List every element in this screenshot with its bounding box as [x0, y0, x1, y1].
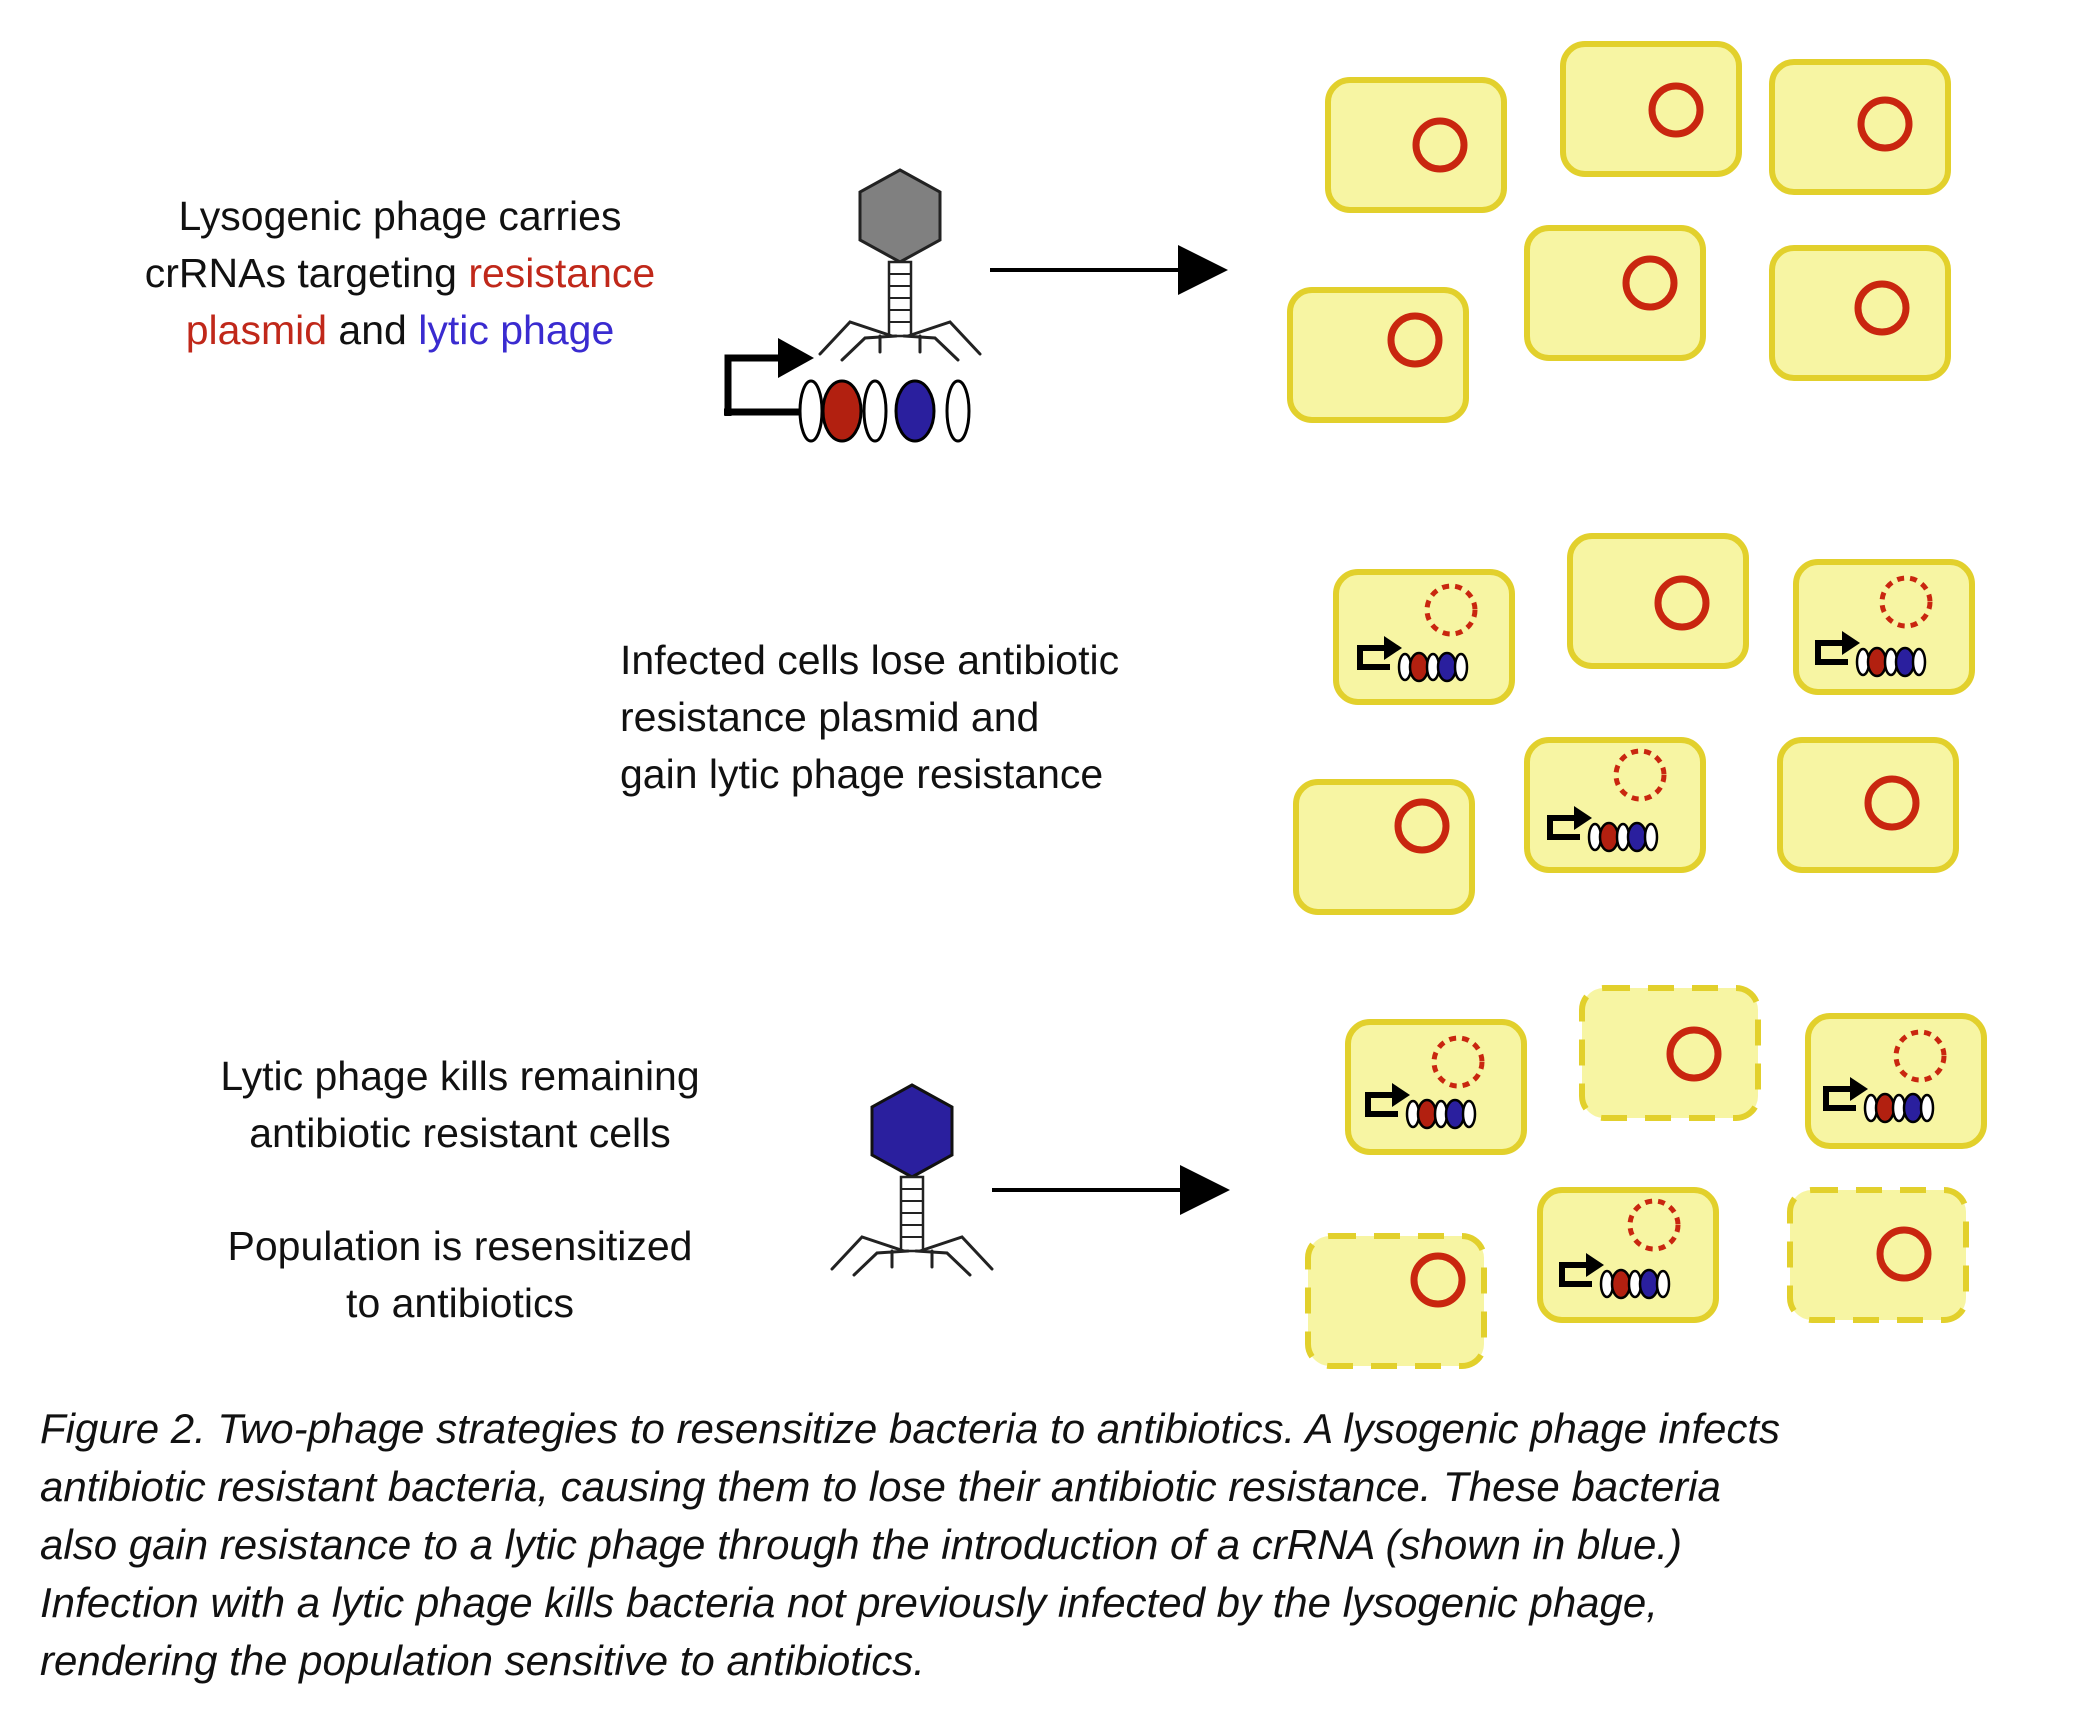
panel3-line2: antibiotic resistant cells: [249, 1110, 671, 1156]
panel1-line2: crRNAs targeting resistance: [70, 245, 730, 302]
lost-plasmid-group-panel2: [1424, 575, 1933, 802]
panel2-label: Infected cells lose antibiotic resistanc…: [620, 632, 1260, 803]
figure-caption: Figure 2. Two-phage strategies to resens…: [40, 1400, 2070, 1690]
panel3-line1: Lytic phage kills remaining: [220, 1053, 700, 1099]
panel2-line2: resistance plasmid and: [620, 694, 1040, 740]
phage-icon: [818, 168, 982, 362]
panel2-line1: Infected cells lose antibiotic: [620, 637, 1120, 683]
promoter-arrow-icon: [724, 338, 814, 416]
panel3-line4: to antibiotics: [346, 1280, 574, 1326]
cell-group-panel3-lysed: [1305, 985, 1969, 1369]
crispr-array-icon: [724, 379, 971, 443]
arrow-right-icon: [990, 245, 1228, 295]
panel3-line3: Population is resensitized: [227, 1223, 693, 1269]
panel1-line2-a: crRNAs targeting: [144, 250, 469, 296]
panel1-line3-c: lytic phage: [418, 307, 615, 353]
panel1-line2-b: resistance: [468, 250, 656, 296]
panel1-line3: plasmid and lytic phage: [70, 302, 730, 359]
phage-icon: [830, 1083, 994, 1277]
caption-line3: also gain resistance to a lytic phage th…: [40, 1521, 1683, 1568]
panel1-line3-a: plasmid: [185, 307, 328, 353]
panel2-line3: gain lytic phage resistance: [620, 751, 1104, 797]
panel1-line3-b: and: [327, 307, 419, 353]
arrow-right-icon: [992, 1165, 1230, 1215]
panel3-label-b: Population is resensitized to antibiotic…: [130, 1218, 790, 1332]
cell-group-panel1: [1287, 41, 1951, 423]
panel1-line1: Lysogenic phage carries: [178, 193, 622, 239]
caption-line2: antibiotic resistant bacteria, causing t…: [40, 1463, 1721, 1510]
caption-line1: Figure 2. Two-phage strategies to resens…: [40, 1405, 1781, 1452]
caption-line4: Infection with a lytic phage kills bacte…: [40, 1579, 1658, 1626]
plasmid-group-panel2: [1394, 575, 1920, 854]
lost-plasmid-group-panel3: [1431, 1029, 1947, 1252]
cell-group-panel3-alive: [1345, 1013, 1987, 1323]
panel1-label: Lysogenic phage carries crRNAs targeting…: [70, 188, 730, 359]
panel3-label-a: Lytic phage kills remaining antibiotic r…: [130, 1048, 790, 1162]
plasmid-group-panel3: [1410, 1026, 1932, 1308]
cell-group-panel2: [1293, 533, 1975, 915]
caption-line5: rendering the population sensitive to an…: [40, 1637, 925, 1684]
plasmid-group-panel1: [1387, 82, 1913, 368]
